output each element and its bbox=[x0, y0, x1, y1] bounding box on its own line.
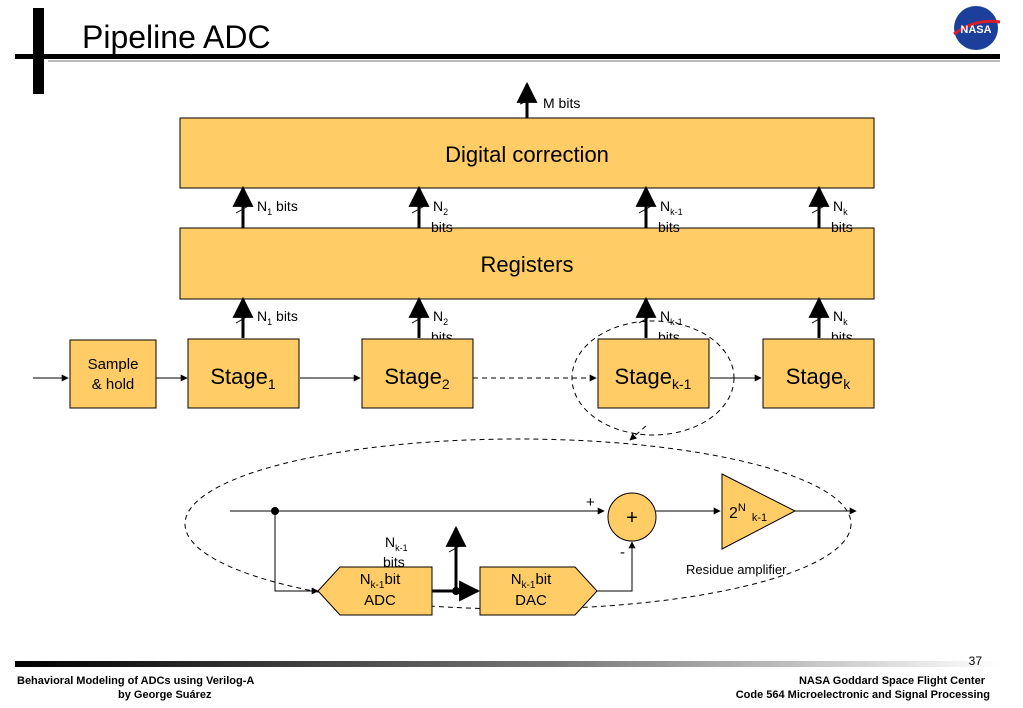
header-decoration bbox=[15, 8, 1000, 94]
adc-output-bits-label: Nk-1 bbox=[385, 534, 408, 553]
bus-bits-word-upper-3: bits bbox=[658, 219, 680, 235]
footer-left-line1: Behavioral Modeling of ADCs using Verilo… bbox=[17, 675, 254, 687]
summer-minus-sign: - bbox=[620, 544, 625, 561]
stage-blocks: Stage1 Stage2 Stagek-1 Stagek bbox=[187, 338, 875, 409]
stage-block-4 bbox=[762, 338, 875, 409]
summing-node-symbol: + bbox=[626, 507, 638, 529]
adc-output-bits-word: bits bbox=[383, 554, 405, 570]
sample-hold-block bbox=[69, 339, 157, 409]
sub-adc-label-line1: Nk-1bit bbox=[360, 571, 401, 591]
bus-label-lower-3: Nk-1 bbox=[660, 308, 683, 327]
footer-bar bbox=[15, 661, 1000, 667]
bus-bits-word-upper-4: bits bbox=[831, 219, 853, 235]
stage-label-4: Stagek bbox=[786, 364, 852, 392]
amplifier-caption: Residue amplifier bbox=[686, 562, 787, 577]
dac-to-summer-line bbox=[597, 541, 636, 592]
bus-slash-lower-1 bbox=[235, 314, 251, 324]
bus-bits-word-upper-2: bits bbox=[431, 219, 453, 235]
nasa-logo-circle bbox=[954, 6, 998, 50]
bus-label-lower-4: Nk bbox=[833, 308, 848, 327]
stage-highlight-ellipse bbox=[571, 320, 735, 436]
title-vertical-bar bbox=[33, 8, 44, 94]
stage-block-3 bbox=[597, 338, 710, 409]
stage-block-1 bbox=[187, 338, 300, 409]
sample-hold-line1: Sample bbox=[88, 356, 139, 373]
residue-amplifier bbox=[721, 473, 797, 550]
bus-slash-upper-3 bbox=[638, 204, 654, 214]
bus-label-upper-4: Nk bbox=[833, 198, 848, 217]
title-underline-shadow bbox=[48, 60, 1000, 62]
bus-slash-upper-1 bbox=[235, 204, 251, 214]
sample-hold-line2: & hold bbox=[92, 376, 135, 393]
bus-slash-upper-2 bbox=[411, 204, 427, 214]
nasa-logo-text: NASA bbox=[960, 24, 991, 36]
detail-ellipse bbox=[184, 438, 852, 610]
sub-dac-label-line2: DAC bbox=[515, 592, 547, 609]
bus-slash-lower-2 bbox=[411, 314, 427, 324]
footer-right-line1: NASA Goddard Space Flight Center bbox=[799, 675, 986, 687]
digital-correction-label: Digital correction bbox=[445, 142, 609, 167]
stage-label-3: Stagek-1 bbox=[615, 364, 692, 392]
amplifier-gain-label: 2Nk-1 bbox=[729, 502, 767, 524]
input-to-adc-line bbox=[274, 511, 319, 595]
title-underline bbox=[15, 54, 1000, 59]
footer-right-line2: Code 564 Microelectronic and Signal Proc… bbox=[736, 689, 990, 701]
registers-block bbox=[179, 227, 875, 300]
bus-label-lower-2: N2 bbox=[433, 308, 448, 327]
top-bus-slash bbox=[519, 97, 535, 105]
stage-block-2 bbox=[361, 338, 474, 409]
summing-node bbox=[607, 492, 657, 542]
sub-dac-label-line1: Nk-1bit bbox=[511, 571, 552, 591]
page-title: Pipeline ADC bbox=[82, 19, 271, 55]
bus-slash-upper-4 bbox=[811, 204, 827, 214]
summer-plus-sign: + bbox=[586, 494, 595, 511]
sub-adc-label-line2: ADC bbox=[364, 592, 396, 609]
bus-label-upper-3: Nk-1 bbox=[660, 198, 683, 217]
sub-dac-block bbox=[479, 566, 598, 616]
adc-output-bus-slash bbox=[448, 543, 464, 553]
nasa-logo-swoosh bbox=[953, 19, 1001, 36]
digital-correction-block bbox=[179, 117, 875, 189]
stage-label-1: Stage1 bbox=[210, 364, 276, 392]
bus-label-lower-1: N1 bits bbox=[257, 308, 298, 327]
stage-label-2: Stage2 bbox=[384, 364, 450, 392]
registers-label: Registers bbox=[481, 252, 574, 277]
nasa-logo: NASA bbox=[953, 6, 1001, 50]
top-output-label: M bits bbox=[543, 95, 580, 111]
footer-left-line2: by George Suárez bbox=[118, 689, 212, 701]
bus-label-upper-2: N2 bbox=[433, 198, 448, 217]
bus-label-upper-1: N1 bits bbox=[257, 198, 298, 217]
zoom-pointer-arrow bbox=[629, 425, 647, 441]
page-number: 37 bbox=[969, 654, 983, 668]
bus-slash-lower-4 bbox=[811, 314, 827, 324]
